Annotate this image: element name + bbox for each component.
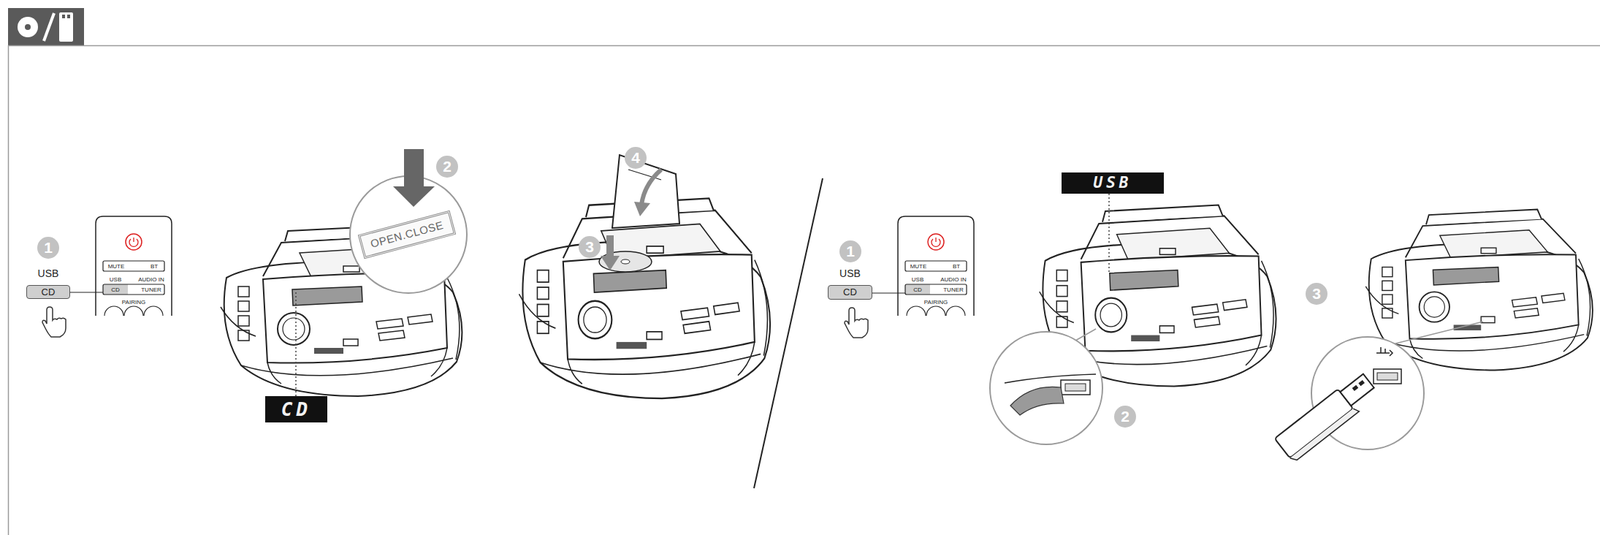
usb-symbol xyxy=(1376,347,1393,356)
section-icon xyxy=(8,8,85,47)
button-heading: USB xyxy=(813,267,887,280)
cd-lid xyxy=(612,154,680,228)
node-text: CD xyxy=(27,285,70,299)
node-text: 2 xyxy=(1114,405,1137,428)
usb-stick xyxy=(1274,371,1381,463)
insert-arrow xyxy=(600,255,620,271)
remote-key-label: PAIRING xyxy=(122,298,146,307)
remote-key-label: MUTE xyxy=(910,263,928,271)
hand-icon xyxy=(42,306,66,337)
source-button: USBCD xyxy=(26,284,71,299)
remote-key-label: BT xyxy=(150,263,158,271)
display-panel: CD xyxy=(265,395,328,423)
remote-key-label: TUNER xyxy=(943,286,964,294)
remote-control xyxy=(897,216,974,316)
remote-key-label: CD xyxy=(111,286,120,294)
usb-port xyxy=(1373,368,1402,384)
magnifier xyxy=(989,331,1103,445)
node-text: USB xyxy=(1061,172,1164,194)
node-text: 2 xyxy=(436,155,459,178)
remote-key-label: USB xyxy=(911,276,924,284)
callout-number: 2 xyxy=(1114,405,1137,428)
source-button: USBCD xyxy=(827,284,873,300)
node-text: 4 xyxy=(624,146,647,169)
button-heading: USB xyxy=(12,267,85,280)
usb-cover xyxy=(1010,386,1064,415)
remote-key-label: AUDIO IN xyxy=(138,276,165,284)
remote-key-label: MUTE xyxy=(108,263,125,271)
remote-key-label: PAIRING xyxy=(924,298,948,307)
usb-port xyxy=(1060,379,1091,395)
callout-number: 3 xyxy=(578,235,601,258)
boombox xyxy=(518,197,771,399)
remote-control xyxy=(95,216,172,316)
display-panel: USB xyxy=(1061,172,1164,194)
node-text: CD xyxy=(265,395,328,423)
node-text: 3 xyxy=(1305,282,1328,305)
remote-key-label: TUNER xyxy=(141,286,162,294)
node-text: 1 xyxy=(37,236,60,259)
callout-number: 1 xyxy=(37,236,60,259)
node-text: CD xyxy=(828,285,872,299)
callout-number: 4 xyxy=(624,146,647,169)
callout-number: 1 xyxy=(839,240,862,263)
close-arrow xyxy=(634,201,651,217)
remote-key-label: USB xyxy=(109,276,122,284)
boombox xyxy=(1365,209,1593,371)
remote-key-label: BT xyxy=(952,263,960,271)
header-rule xyxy=(8,45,1600,47)
press-arrow xyxy=(393,186,435,207)
node-text: 3 xyxy=(578,235,601,258)
callout-number: 2 xyxy=(436,155,459,178)
node-text: 1 xyxy=(839,240,862,263)
remote-key-label: AUDIO IN xyxy=(940,276,967,284)
divider xyxy=(753,178,823,489)
magnifier xyxy=(349,176,467,293)
callout-number: 3 xyxy=(1305,282,1328,305)
hand-icon xyxy=(844,307,868,338)
remote-key-label: CD xyxy=(913,286,923,294)
frame-rule xyxy=(8,45,10,535)
